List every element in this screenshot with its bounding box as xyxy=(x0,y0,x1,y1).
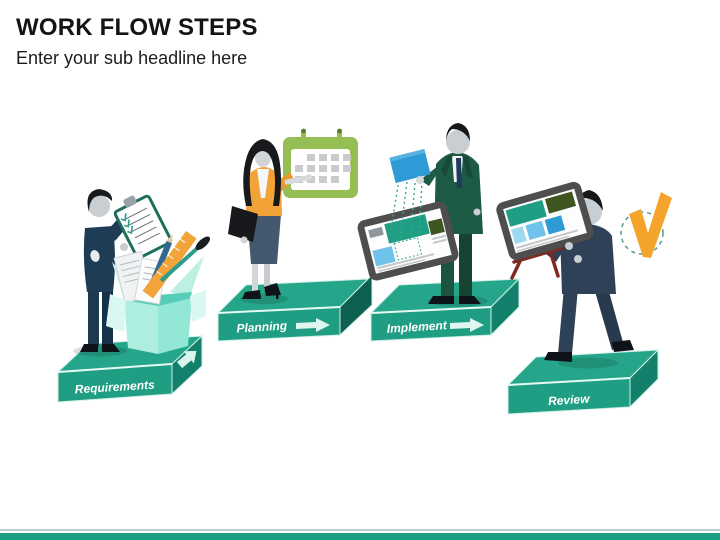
step-label-requirements: Requirements xyxy=(74,378,155,397)
clipboard-icon xyxy=(113,194,173,260)
step-label-planning: Planning xyxy=(236,318,288,335)
side-arrow-icon xyxy=(177,350,197,369)
ruler-icon xyxy=(142,230,197,299)
step-label-implement: Implement xyxy=(386,318,448,336)
blue-card-icon xyxy=(389,149,431,183)
tablet-upload-icon xyxy=(357,201,459,281)
platform-planning: Planning xyxy=(216,273,373,342)
figure-planning-woman xyxy=(228,139,312,304)
upload-drip-lines xyxy=(389,179,423,241)
footer-accent-bar xyxy=(0,533,720,540)
figure-implement-man xyxy=(357,123,488,307)
toolbox-icon xyxy=(106,230,211,354)
step-label-review: Review xyxy=(548,392,591,409)
figure-review-man xyxy=(496,181,634,369)
tablet-review-icon xyxy=(496,181,594,261)
page-subtitle: Enter your sub headline here xyxy=(16,48,248,68)
front-arrow-icon xyxy=(296,318,330,332)
footer-accent-line xyxy=(0,529,720,531)
page-title: WORK FLOW STEPS xyxy=(16,14,258,41)
easel-icon xyxy=(510,246,564,280)
calendar-icon xyxy=(283,128,358,198)
folder-icon xyxy=(228,206,258,242)
front-arrow-icon xyxy=(450,318,484,332)
paintbrush-icon xyxy=(159,236,211,283)
check-icon xyxy=(620,192,672,258)
